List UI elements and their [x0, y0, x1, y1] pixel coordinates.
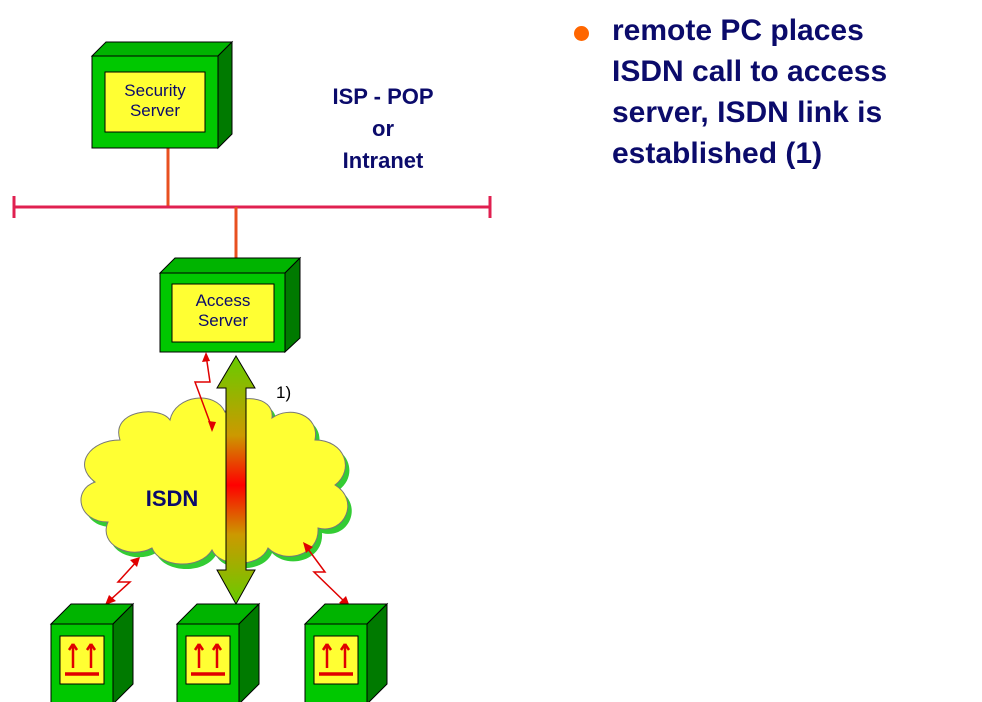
- bullet-text: remote PC places ISDN call to access ser…: [612, 14, 888, 170]
- lightning-access-icon: [193, 352, 216, 432]
- acc-label-line: Server: [198, 311, 248, 330]
- net-label-line: ISP - POP: [332, 84, 433, 109]
- lightning-right-pc-icon: [303, 542, 350, 607]
- lightning-connectors: [105, 352, 350, 607]
- remote-pc-3: [303, 602, 389, 702]
- remote-pc-2: [175, 602, 261, 702]
- acc-label-line: Access: [196, 291, 251, 310]
- isdn-cloud: ISDN: [80, 397, 352, 570]
- up-arrows-icon: [319, 643, 353, 676]
- isdn-label: ISDN: [146, 486, 199, 511]
- sec-label-line: Server: [130, 101, 180, 120]
- remote-pc-1: [49, 602, 135, 702]
- lightning-left-pc-icon: [105, 557, 140, 605]
- bullet-dot-icon: [574, 26, 589, 41]
- link-step-label: 1): [276, 383, 291, 402]
- network-lines: [12, 148, 492, 258]
- up-arrows-icon: [191, 643, 225, 676]
- net-label-line: or: [372, 116, 394, 141]
- up-arrows-icon: [65, 643, 99, 676]
- net-label-line: Intranet: [343, 148, 424, 173]
- sec-label-line: Security: [124, 81, 186, 100]
